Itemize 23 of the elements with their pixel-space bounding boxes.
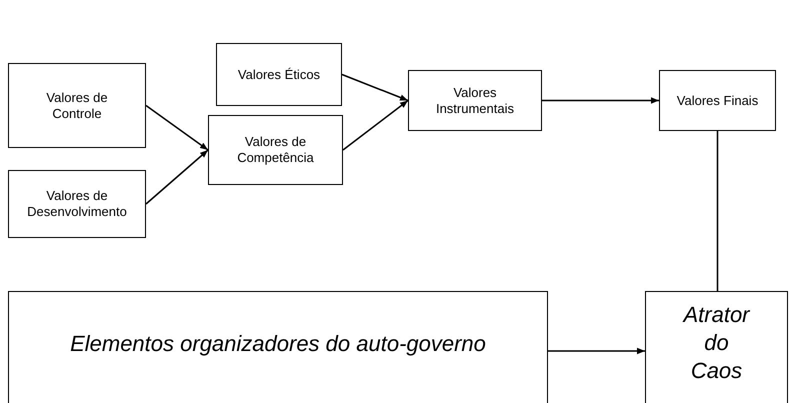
process-box [408,70,542,131]
box-label: Valores de Competência [236,134,315,166]
arrow [542,97,659,104]
process-box [645,291,788,403]
connector-line [716,131,718,291]
process-box [8,291,548,403]
box-label: Valores de Controle [45,90,109,122]
box-label: Valores Instrumentais [434,84,516,116]
arrow [342,100,408,151]
arrow [342,74,408,102]
arrow [146,104,208,151]
process-box [659,70,776,131]
box-label: Valores Finais [676,92,760,108]
process-box [8,170,146,238]
box-label: Valores de Desenvolvimento [26,188,128,220]
arrow [146,149,208,205]
box-label: Atrator do Caos [682,301,752,385]
process-box [8,63,146,148]
process-box [216,43,342,106]
box-label: Valores Éticos [236,66,322,82]
box-label: Elementos organizadores do auto-governo [70,330,486,358]
process-box [208,115,343,185]
arrow [548,348,645,354]
